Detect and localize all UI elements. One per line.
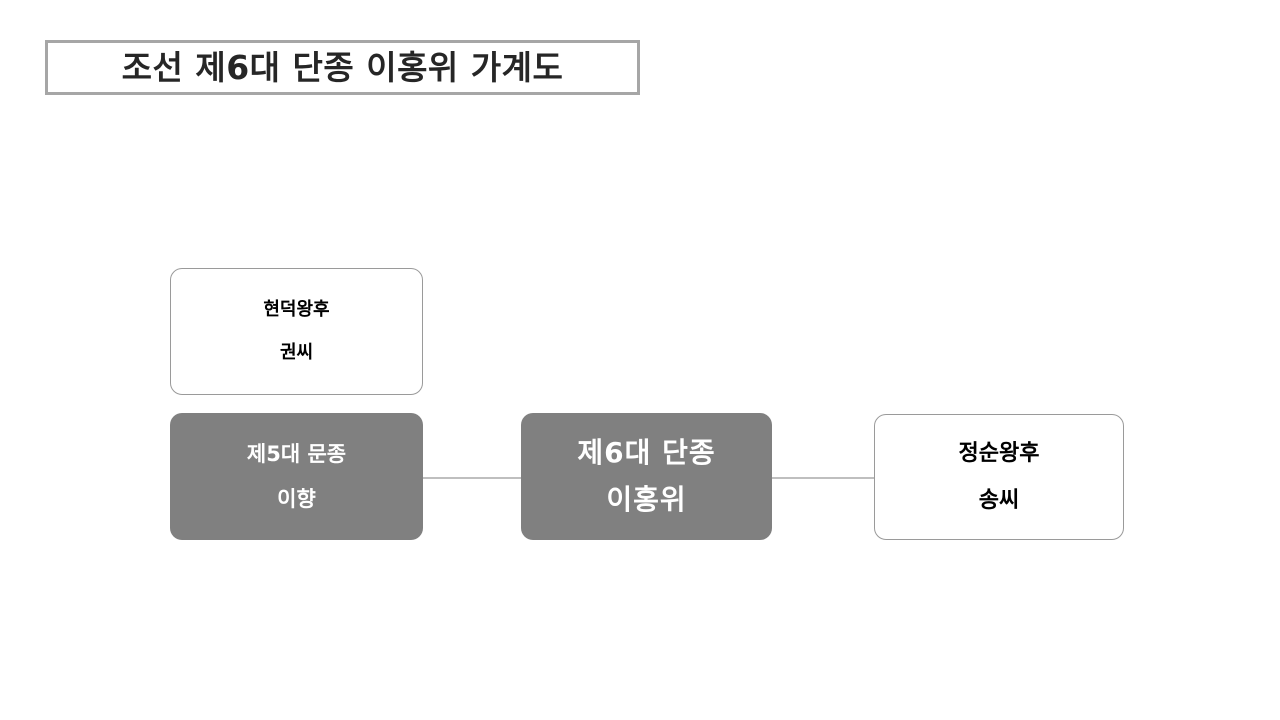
node-consort-mother-title: 현덕왕후	[263, 298, 330, 320]
node-king-name: 이홍위	[606, 482, 687, 516]
node-consort-name: 송씨	[978, 488, 1020, 513]
connector-king-to-consort	[771, 477, 875, 479]
node-consort-mother[interactable]: 현덕왕후 권씨	[170, 268, 423, 395]
slide-title-frame: 조선 제6대 단종 이홍위 가계도	[45, 40, 640, 95]
node-consort-title: 정순왕후	[958, 440, 1040, 466]
node-consort-mother-name: 권씨	[279, 341, 314, 363]
page-title: 조선 제6대 단종 이홍위 가계도	[121, 48, 564, 87]
node-consort-jeongsun[interactable]: 정순왕후 송씨	[874, 414, 1124, 540]
node-father-munjong[interactable]: 제5대 문종 이향	[170, 413, 423, 540]
connector-father-to-king	[421, 477, 522, 479]
node-father-name: 이향	[277, 486, 316, 511]
node-king-danjong[interactable]: 제6대 단종 이홍위	[521, 413, 772, 540]
node-king-title: 제6대 단종	[577, 436, 716, 470]
node-father-title: 제5대 문종	[246, 442, 347, 467]
